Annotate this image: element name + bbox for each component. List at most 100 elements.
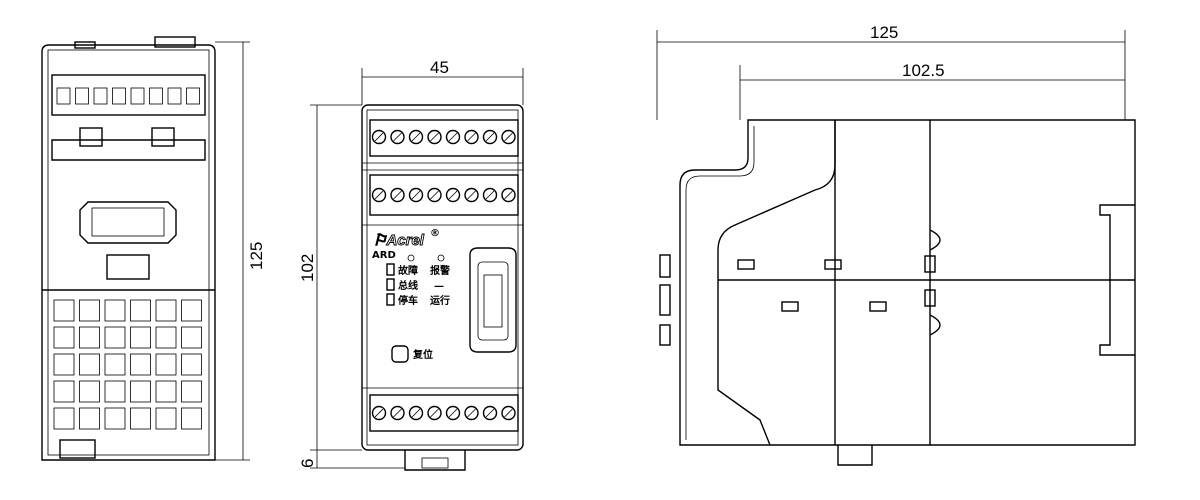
vent-cell [181,407,202,430]
vent-cell [104,299,126,322]
vent-cell [53,407,75,430]
terminal-screw [482,187,498,203]
terminal-screw [390,129,405,145]
terminal-block-2 [369,174,519,216]
terminal-square [167,87,182,105]
terminal-screw [390,187,405,203]
terminal-screw [390,405,405,421]
terminal-square [112,87,126,105]
vent-cell [104,407,126,430]
svg-text:报警: 报警 [430,264,450,277]
svg-text:故障: 故障 [398,264,418,277]
terminal-screw [501,405,516,421]
terminal-block-3 [369,394,519,432]
vent-cell [181,326,202,349]
vent-cell [130,353,151,376]
terminal-square [93,87,108,105]
side-rail-clip [837,445,873,466]
indicator-row: 故障 报警 [386,263,450,277]
terminal-screw [501,187,516,203]
terminal-screw [371,129,387,145]
vent-cell [130,299,151,322]
svg-text:运行: 运行 [430,294,450,307]
dim-left-height: 125 [247,242,266,270]
svg-text:总线: 总线 [398,279,418,292]
vent-cell [181,353,202,376]
dim-side-total: 125 [870,23,898,42]
led-alarm [437,254,445,262]
terminal-square [186,87,200,105]
side-view: 125 102.5 [656,23,1136,466]
terminal-screw [464,129,479,145]
svg-text:—: — [434,281,444,292]
terminal-screw [445,187,461,203]
terminal-screw [427,405,442,421]
left-terminal-block [51,74,206,116]
terminal-square [149,87,163,105]
front-outline [361,104,524,451]
dim-front-width: 45 [430,58,449,77]
terminal-square [75,87,89,105]
left-latch-inner [91,207,165,237]
vent-cell [181,299,202,322]
front-view: ⚐Acrel ® ARD 故障 报警 总线 — 停车 运行 复位 [298,58,524,471]
vent-cell [181,380,202,403]
communication-port [469,247,517,353]
vent-cell [155,407,177,430]
side-profile-line [717,120,836,446]
vent-cell [130,380,151,403]
vent-cell [155,380,177,403]
brand-logo: ⚐Acrel [373,232,425,249]
vent-cell [155,326,177,349]
left-outline [41,44,216,461]
indicator-row: 停车 运行 [386,293,450,307]
svg-text:停车: 停车 [398,294,418,307]
terminal-screw [371,405,387,421]
terminal-screw [464,187,479,203]
dim-front-rail: 6 [298,459,317,468]
vent-cell [104,326,126,349]
terminal-block-1 [369,119,519,157]
terminal-square [56,87,71,105]
vent-cell [79,407,100,430]
vent-cell [104,353,126,376]
left-bottom-tab [59,439,96,459]
svg-text:®: ® [430,228,440,239]
front-rail-clip [404,450,466,471]
vent-cell [130,326,151,349]
top-view: 125 [41,36,266,461]
left-rail-latch [79,201,177,244]
terminal-screw [482,129,498,145]
side-outline [679,119,1136,446]
vent-cell [79,353,100,376]
terminal-screw [464,405,479,421]
left-top-clip [154,36,196,48]
vent-cell [155,353,177,376]
terminal-square [130,87,145,105]
vent-cell [79,326,100,349]
dim-side-inner: 102.5 [902,61,945,80]
terminal-screw [408,187,424,203]
dim-front-height: 102 [298,254,317,282]
left-top-tab [74,41,96,49]
left-step [51,139,206,161]
led-fault [407,254,415,262]
vent-cell [104,380,126,403]
terminal-screw [427,129,442,145]
reset-button[interactable] [391,345,409,363]
vent-cell [53,353,75,376]
model-label: ARD [372,250,396,261]
front-inner-outline [366,109,519,446]
left-slot-2 [151,127,175,147]
left-inner-outline [47,49,210,456]
left-slot-3 [106,254,150,280]
terminal-screw [482,405,498,421]
vent-cell [155,299,177,322]
vent-cell [53,299,75,322]
vent-cell [53,326,75,349]
vent-cell [130,407,151,430]
vent-cell [53,380,75,403]
terminal-screw [408,129,424,145]
